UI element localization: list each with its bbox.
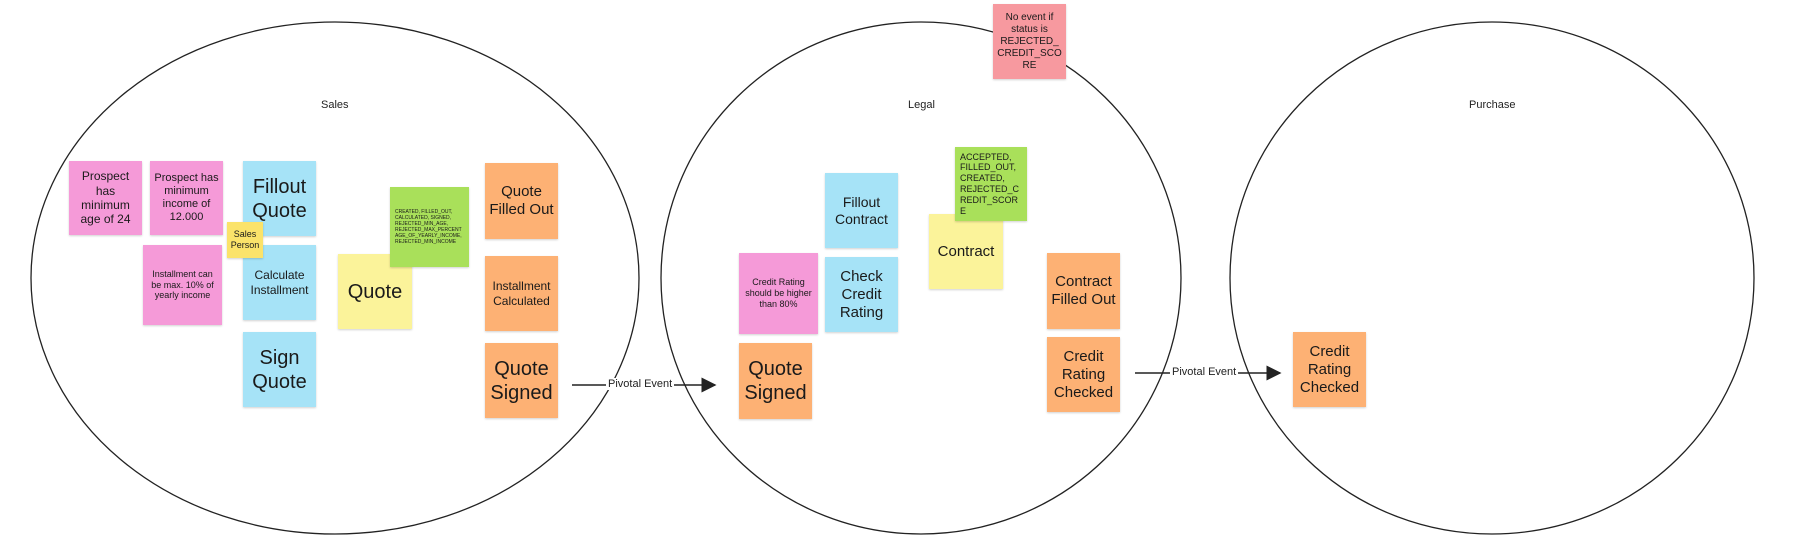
policy-note-prospect-income[interactable]: Prospect has minimum income of 12.000: [150, 161, 223, 235]
purchase-context-boundary: [1229, 21, 1755, 535]
policy-note-credit-rating[interactable]: Credit Rating should be higher than 80%: [739, 253, 818, 334]
command-note-fillout-quote[interactable]: Fillout Quote: [243, 161, 316, 236]
pivotal-event-label-1: Pivotal Event: [606, 378, 675, 390]
aggregate-note-quote[interactable]: Quote: [338, 254, 412, 329]
event-note-credit-rating-checked-legal[interactable]: Credit Rating Checked: [1047, 337, 1120, 412]
legal-context-boundary: [660, 21, 1182, 535]
purchase-context-title: Purchase: [1469, 99, 1516, 111]
event-note-quote-signed-sales[interactable]: Quote Signed: [485, 343, 558, 418]
policy-note-prospect-age[interactable]: Prospect has minimum age of 24: [69, 161, 142, 235]
command-note-check-credit-rating[interactable]: Check Credit Rating: [825, 257, 898, 332]
event-note-installment-calculated[interactable]: Installment Calculated: [485, 256, 558, 331]
event-note-quote-signed-legal[interactable]: Quote Signed: [739, 343, 812, 419]
pivotal-event-label-2: Pivotal Event: [1170, 366, 1239, 378]
sales-context-boundary: [30, 21, 640, 535]
event-note-credit-rating-checked-purchase[interactable]: Credit Rating Checked: [1293, 332, 1366, 407]
event-note-quote-filled-out[interactable]: Quote Filled Out: [485, 163, 558, 239]
hotspot-note-no-event[interactable]: No event if status is REJECTED_CREDIT_SC…: [993, 4, 1066, 79]
actor-note-sales-person[interactable]: Sales Person: [227, 222, 263, 258]
event-note-contract-filled-out[interactable]: Contract Filled Out: [1047, 253, 1120, 329]
aggregate-note-contract[interactable]: Contract: [929, 214, 1003, 289]
read-model-note-contract-states[interactable]: ACCEPTED, FILLED_OUT, CREATED, REJECTED_…: [955, 147, 1027, 221]
legal-context-title: Legal: [908, 99, 935, 111]
read-model-note-quote-states[interactable]: CREATED, FILLED_OUT, CALCULATED, SIGNED,…: [390, 187, 469, 267]
command-note-sign-quote[interactable]: Sign Quote: [243, 332, 316, 407]
policy-note-installment-limit[interactable]: Installment can be max. 10% of yearly in…: [143, 245, 222, 325]
sales-context-title: Sales: [321, 99, 349, 111]
command-note-fillout-contract[interactable]: Fillout Contract: [825, 173, 898, 248]
